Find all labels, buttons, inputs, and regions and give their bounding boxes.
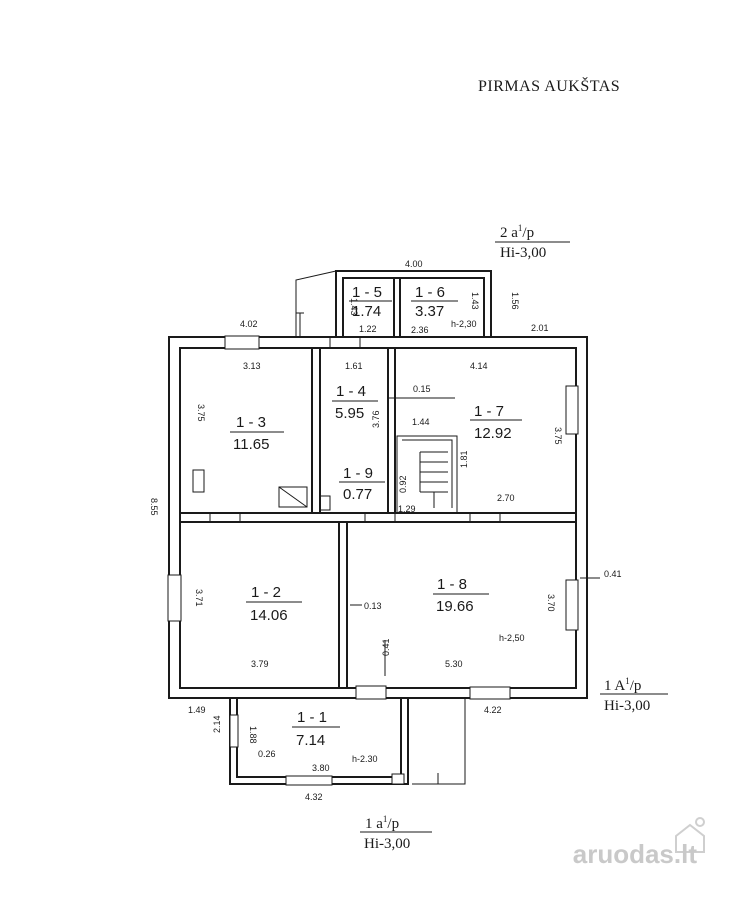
room-1-2-area: 14.06 <box>250 607 288 624</box>
level-right-height: Hi-3,00 <box>604 698 650 714</box>
room-1-5-id: 1 - 5 <box>352 284 382 301</box>
dim-2-01: 2.01 <box>531 323 549 333</box>
dim-2-70: 2.70 <box>497 493 515 503</box>
dim-0-13: 0.13 <box>364 601 382 611</box>
level-label-right: 1 A1/p Hi-3,00 <box>600 676 668 714</box>
dim-h-2-30-top: h-2,30 <box>451 319 477 329</box>
dim-1-88: 1.88 <box>248 726 258 744</box>
dim-3-79: 3.79 <box>251 659 269 669</box>
room-1-7-area: 12.92 <box>474 425 512 442</box>
dim-1-49: 1.49 <box>188 705 206 715</box>
room-1-2: 1 - 2 14.06 <box>246 584 302 624</box>
dim-1-44: 1.44 <box>412 417 430 427</box>
dim-8-55: 8.55 <box>149 498 159 516</box>
dimension-labels: 4.00 1.43 1.43 1.56 4.02 1.22 2.36 h-2,3… <box>149 259 622 802</box>
room-1-9-id: 1 - 9 <box>343 465 373 482</box>
level-bottom-height: Hi-3,00 <box>364 836 410 852</box>
dim-4-14: 4.14 <box>470 361 488 371</box>
dim-1-81: 1.81 <box>459 450 469 468</box>
watermark-house-icon <box>675 817 705 853</box>
room-1-6-id: 1 - 6 <box>415 284 445 301</box>
dim-0-15: 0.15 <box>413 384 431 394</box>
room-1-3-area: 11.65 <box>233 436 269 453</box>
dim-0-92: 0.92 <box>398 475 408 493</box>
dim-3-71: 3.71 <box>194 589 204 607</box>
dim-h-2-30-bottom: h-2.30 <box>352 754 378 764</box>
room-1-9-area: 0.77 <box>343 486 372 503</box>
room-1-6-area: 3.37 <box>415 303 444 320</box>
dim-4-02: 4.02 <box>240 319 258 329</box>
level-right-suffix: /p <box>630 678 642 694</box>
dim-1-29: 1.29 <box>398 504 416 514</box>
dim-1-56: 1.56 <box>510 292 520 310</box>
dim-0-26: 0.26 <box>258 749 276 759</box>
watermark: aruodas.lt <box>573 839 697 870</box>
level-top-height: Hi-3,00 <box>500 245 546 261</box>
dim-0-41-right: 0.41 <box>604 569 622 579</box>
room-1-3-id: 1 - 3 <box>236 414 266 431</box>
dim-3-80: 3.80 <box>312 763 330 773</box>
dim-1-61: 1.61 <box>345 361 363 371</box>
level-right-sup: 1 <box>625 676 630 686</box>
dim-2-14: 2.14 <box>212 715 222 733</box>
room-1-2-id: 1 - 2 <box>251 584 281 601</box>
dim-5-30: 5.30 <box>445 659 463 669</box>
svg-text:1 a1/p: 1 a1/p <box>365 814 399 832</box>
dim-1-43-right: 1.43 <box>470 292 480 310</box>
level-top-label: 2 a <box>500 225 518 241</box>
room-1-1: 1 - 1 7.14 <box>292 709 340 749</box>
windows <box>167 335 579 786</box>
dim-h-2-50: h-2,50 <box>499 633 525 643</box>
room-1-4-area: 5.95 <box>335 405 364 422</box>
dim-2-36: 2.36 <box>411 325 429 335</box>
room-1-3: 1 - 3 11.65 <box>230 414 284 453</box>
room-1-1-area: 7.14 <box>296 732 325 749</box>
level-right-label: 1 A <box>604 678 625 694</box>
room-1-7: 1 - 7 12.92 <box>470 403 522 442</box>
watermark-brand: aruodas <box>572 839 674 869</box>
room-1-4-id: 1 - 4 <box>336 383 366 400</box>
dim-1-22: 1.22 <box>359 324 377 334</box>
svg-text:2 a1/p: 2 a1/p <box>500 223 534 241</box>
room-1-8-id: 1 - 8 <box>437 576 467 593</box>
dim-4-00: 4.00 <box>405 259 423 269</box>
level-label-bottom: 1 a1/p Hi-3,00 <box>360 814 432 852</box>
level-bottom-label: 1 a <box>365 816 383 832</box>
svg-text:1 A1/p: 1 A1/p <box>604 676 641 694</box>
watermark-tld: .lt <box>673 839 697 869</box>
level-bottom-suffix: /p <box>387 816 399 832</box>
dim-1-43-left: 1.43 <box>349 298 359 316</box>
dim-0-41-bottom: 0.41 <box>381 638 391 656</box>
dim-4-32: 4.32 <box>305 792 323 802</box>
level-label-top: 2 a1/p Hi-3,00 <box>495 223 570 261</box>
room-1-8: 1 - 8 19.66 <box>433 576 489 615</box>
dim-3-13: 3.13 <box>243 361 261 371</box>
room-1-4: 1 - 4 5.95 <box>332 383 378 422</box>
room-1-5: 1 - 5 1.74 <box>349 284 392 320</box>
room-1-1-id: 1 - 1 <box>297 709 327 726</box>
level-bottom-sup: 1 <box>383 814 388 824</box>
dim-4-22: 4.22 <box>484 705 502 715</box>
dim-3-76: 3.76 <box>371 410 381 428</box>
room-1-6: 1 - 6 3.37 <box>411 284 458 320</box>
level-top-sup: 1 <box>518 223 523 233</box>
room-1-7-id: 1 - 7 <box>474 403 504 420</box>
dim-3-75-left: 3.75 <box>196 404 206 422</box>
room-1-8-area: 19.66 <box>436 598 474 615</box>
room-1-9: 1 - 9 0.77 <box>339 465 385 503</box>
dim-3-70: 3.70 <box>546 594 556 612</box>
dimension-lines <box>350 397 600 676</box>
level-top-suffix: /p <box>522 225 534 241</box>
room-1-5-area: 1.74 <box>352 303 381 320</box>
dim-3-75-right: 3.75 <box>553 427 563 445</box>
plan-title: PIRMAS AUKŠTAS <box>478 76 620 95</box>
